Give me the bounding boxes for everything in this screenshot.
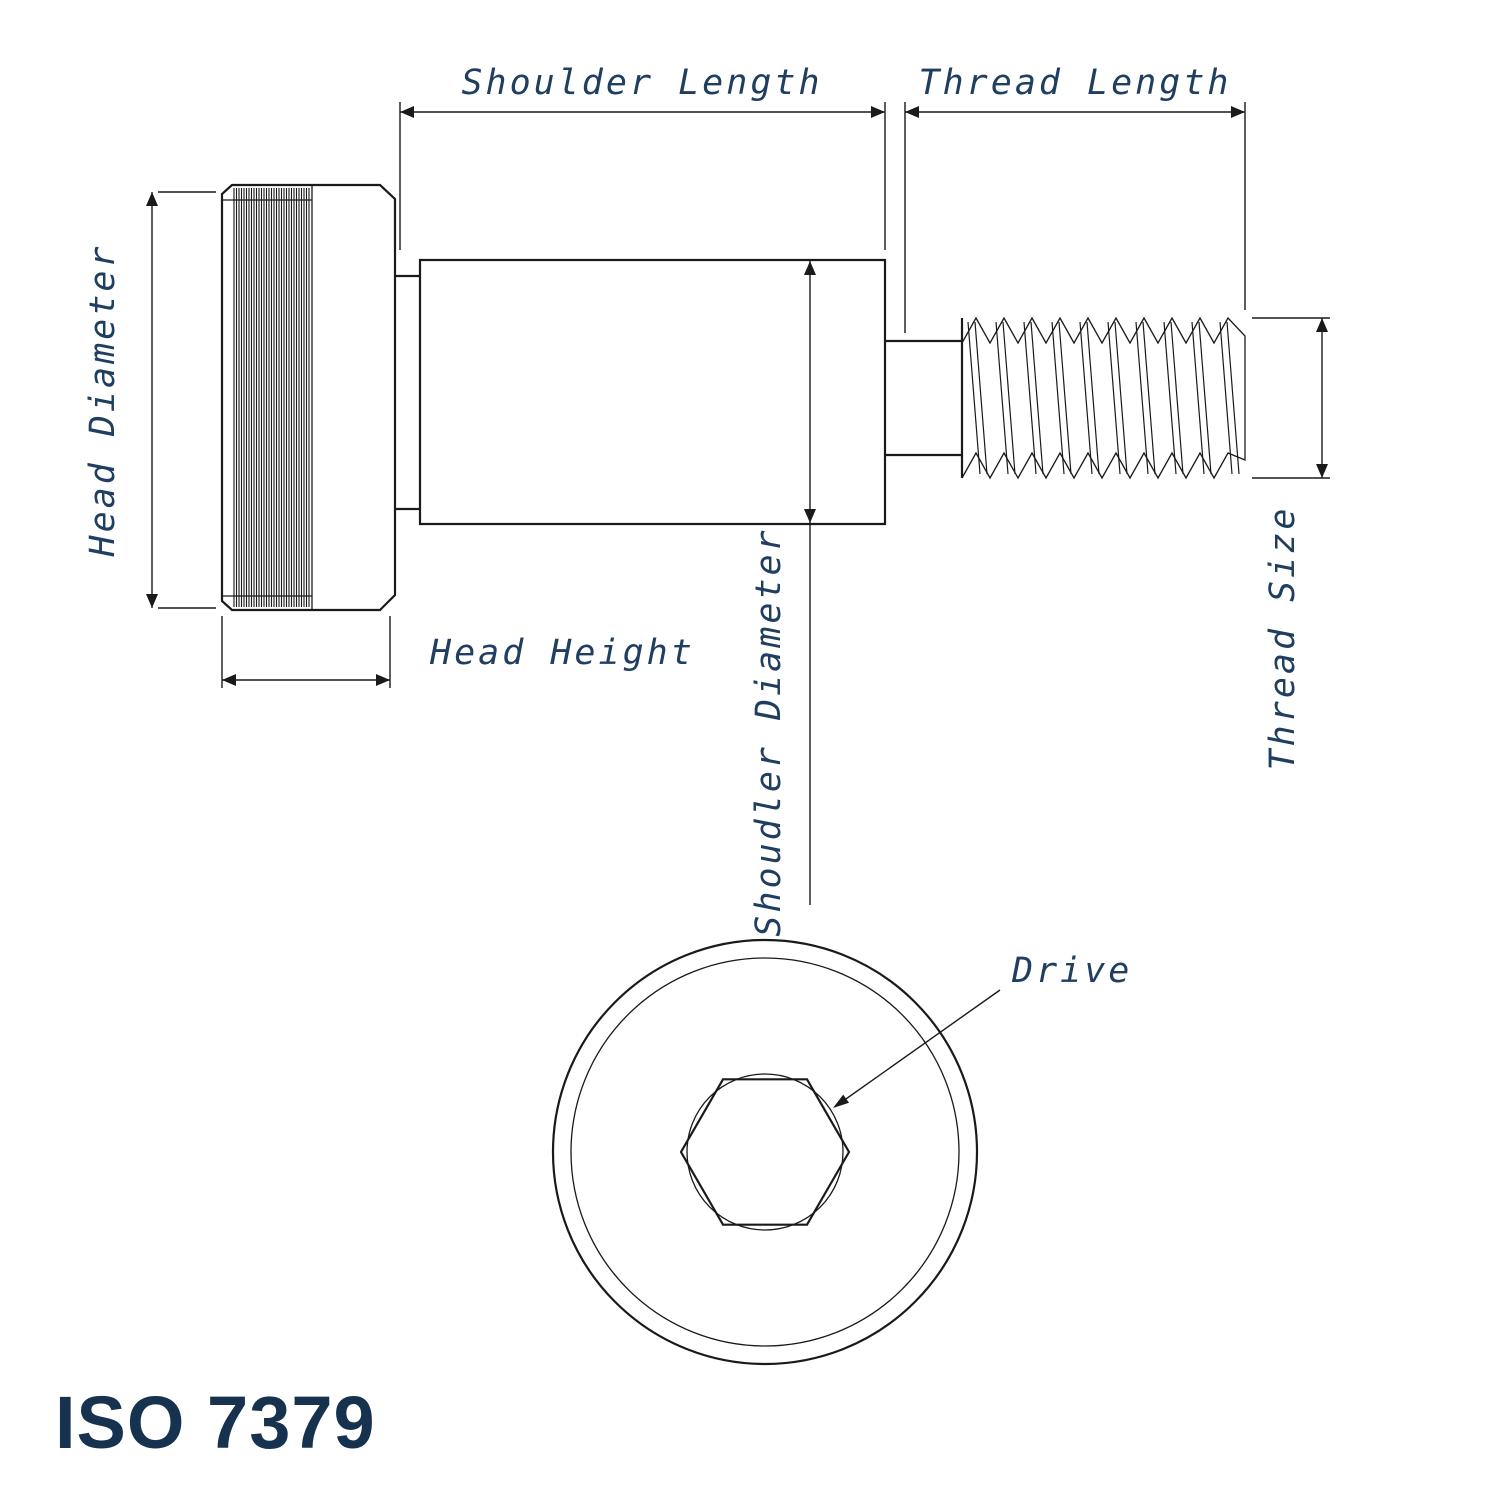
thread-flank-line (1219, 321, 1233, 475)
arrowhead (146, 192, 158, 206)
thread-flank-line (1086, 321, 1100, 475)
thread-flanks (967, 321, 1240, 475)
arrowhead (376, 674, 390, 686)
hex-socket (679, 1078, 851, 1226)
drive-callout: Drive (833, 951, 1132, 1108)
thread-flank-line (1226, 321, 1240, 475)
thread-flank-line (1198, 321, 1212, 475)
head-outer-circle (551, 938, 979, 1366)
dim-head-height: Head Height (221, 616, 695, 688)
thread-length-label: Thread Length (919, 63, 1232, 103)
head-height-label: Head Height (429, 633, 695, 673)
dim-shoulder-length: Shoulder Length (399, 63, 886, 250)
arrowhead (804, 261, 816, 275)
head-inner-circle (570, 957, 960, 1347)
shoulder (418, 258, 887, 526)
thread-flank-line (1058, 321, 1072, 475)
shoulder-outline (418, 258, 887, 526)
socket-circle (686, 1073, 844, 1231)
arrowhead (1231, 106, 1245, 118)
arrowhead (871, 106, 885, 118)
knurl-texture (233, 188, 310, 607)
arrowhead (1316, 318, 1328, 332)
thread-flank-line (1079, 321, 1093, 475)
head-diameter-label: Head Diameter (83, 244, 123, 558)
thread-flank-line (1051, 321, 1065, 475)
thread-flank-line (967, 321, 981, 475)
neck-undercut (395, 274, 420, 511)
standard-title: ISO 7379 (55, 1381, 376, 1464)
arrowhead (1316, 464, 1328, 478)
shoulder-length-label: Shoulder Length (461, 63, 822, 103)
arrowhead (905, 106, 919, 118)
thread-flank-line (1135, 321, 1149, 475)
thread-profile (961, 316, 1246, 480)
thread-flank-line (1170, 321, 1184, 475)
thread-flank-line (1023, 321, 1037, 475)
thread-flank-line (1002, 321, 1016, 475)
thread-flank-line (1142, 321, 1156, 475)
dim-head-diameter: Head Diameter (83, 191, 216, 609)
thread-undercut (885, 339, 962, 457)
thread-flank-line (1114, 321, 1128, 475)
head-outline (220, 183, 397, 612)
arrowhead (400, 106, 414, 118)
shoulder-diameter-label: Shoudler Diameter (749, 527, 789, 936)
bottom-view: Drive (551, 938, 1132, 1366)
leader-arrowhead (833, 1094, 849, 1108)
screw-head (220, 183, 397, 612)
thread-flank-line (1030, 321, 1044, 475)
thread-flank-line (995, 321, 1009, 475)
thread-flank-line (974, 321, 988, 475)
arrowhead (804, 509, 816, 523)
drive-label: Drive (1011, 951, 1132, 991)
arrowhead (222, 674, 236, 686)
arrowhead (146, 594, 158, 608)
side-view: Shoulder Length Thread Length Head Diame… (83, 63, 1330, 937)
dim-thread-length: Thread Length (904, 63, 1246, 333)
dim-thread-size: Thread Size (1252, 317, 1330, 771)
thread-flank-line (1191, 321, 1205, 475)
dim-shoulder-diameter: Shoudler Diameter (749, 261, 816, 937)
thread-flank-line (1163, 321, 1177, 475)
thread-flank-line (1107, 321, 1121, 475)
leader-line (835, 989, 1001, 1107)
thread-size-label: Thread Size (1263, 506, 1303, 771)
thread (960, 316, 1246, 480)
